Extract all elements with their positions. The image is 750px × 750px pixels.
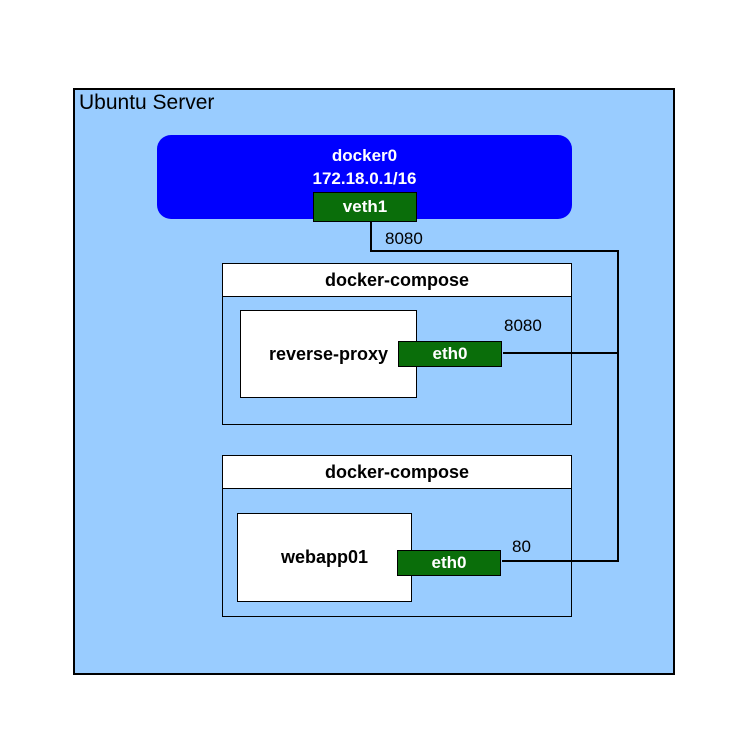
compose-header: docker-compose (223, 264, 571, 297)
veth1-interface: veth1 (313, 192, 417, 222)
compose-box-webapp01: docker-compose (222, 455, 572, 617)
connector-veth1-down (370, 221, 372, 252)
container-reverse-proxy: reverse-proxy (240, 310, 417, 398)
compose-box-reverse-proxy: docker-compose (222, 263, 572, 425)
connector-reverse-proxy-eth0 (503, 352, 617, 354)
connector-right-vertical (617, 250, 619, 562)
bridge-subnet: 172.18.0.1/16 (312, 169, 417, 188)
bridge-name: docker0 (331, 146, 398, 165)
eth0-interface-webapp01: eth0 (397, 550, 501, 576)
eth0-interface-reverse-proxy: eth0 (398, 341, 502, 367)
compose-header: docker-compose (223, 456, 571, 489)
host-label: Ubuntu Server (79, 91, 215, 114)
port-label-proxy-8080: 8080 (504, 316, 542, 335)
port-label-host-8080: 8080 (385, 229, 423, 248)
connector-top-horizontal (370, 250, 619, 252)
connector-webapp01-eth0 (502, 560, 617, 562)
container-webapp01: webapp01 (237, 513, 412, 602)
port-label-web-80: 80 (512, 537, 531, 556)
